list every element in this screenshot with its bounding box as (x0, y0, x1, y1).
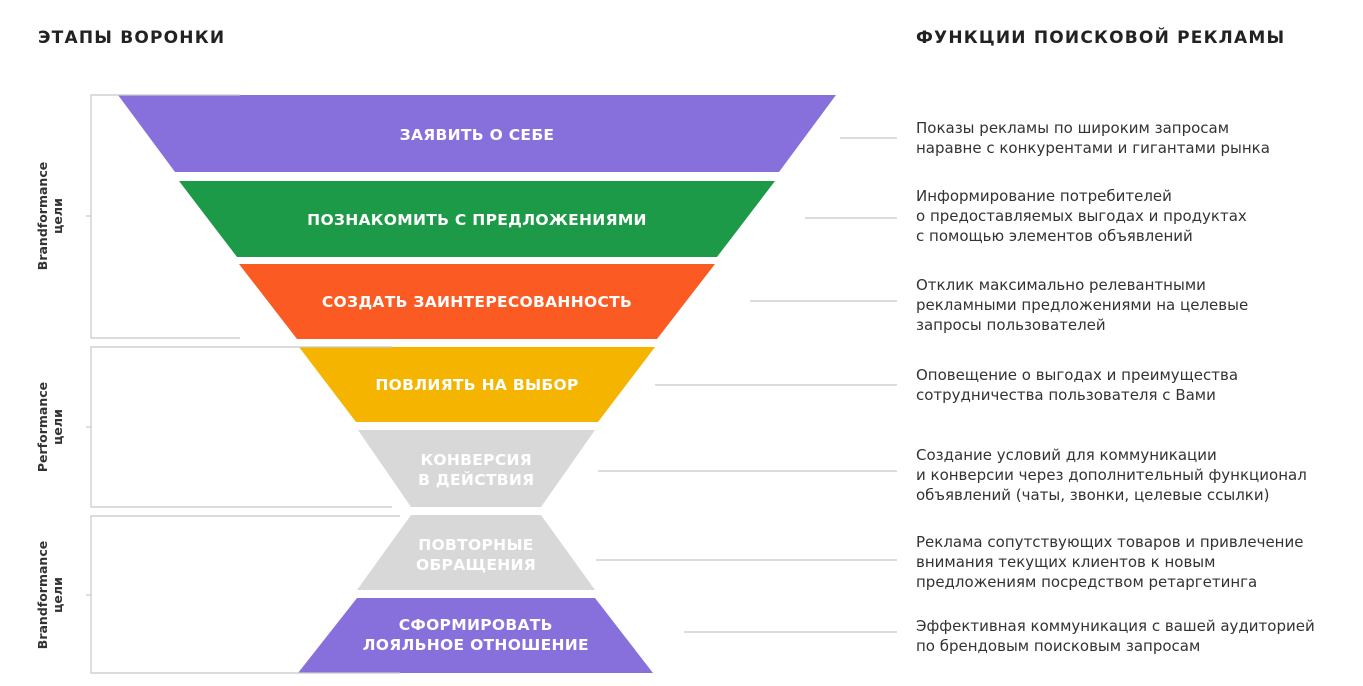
function-description: Реклама сопутствующих товаров и привлече… (916, 532, 1303, 592)
group-label-line2: цели (50, 198, 65, 234)
group-label-line2: цели (50, 577, 65, 613)
group-label: Brandformanceцели (35, 541, 65, 649)
funnel-stage-3 (239, 264, 715, 339)
function-description-line: с помощью элементов объявлений (916, 227, 1193, 245)
function-description: Отклик максимально релевантными рекламным… (916, 275, 1248, 335)
group-label-line2: цели (50, 409, 65, 445)
function-description: Информирование потребителей о предоставля… (916, 186, 1247, 246)
function-description-line: внимания текущих клиентов к новым (916, 553, 1216, 571)
funnel-stage-label: В ДЕЙСТВИЯ (418, 470, 534, 489)
funnel-stage-label: КОНВЕРСИЯ (420, 451, 532, 469)
function-description-line: запросы пользователей (916, 316, 1106, 334)
function-description-line: Показы рекламы по широким запросам (916, 119, 1230, 137)
group-label-line1: Performance (35, 382, 50, 472)
funnel-stage-label: ПОВТОРНЫЕ (418, 536, 533, 554)
funnel-stage-label: СОЗДАТЬ ЗАИНТЕРЕСОВАННОСТЬ (322, 293, 632, 311)
function-description-line: и конверсии через дополнительный функцио… (916, 466, 1307, 484)
funnel-stage-label: ПОЗНАКОМИТЬ С ПРЕДЛОЖЕНИЯМИ (307, 211, 647, 229)
funnel-stage-1 (118, 95, 836, 172)
search-ad-functions-heading: ФУНКЦИИ ПОИСКОВОЙ РЕКЛАМЫ (916, 28, 1286, 48)
function-description-line: сотрудничества пользователя с Вами (916, 386, 1216, 404)
funnel-stage-5 (358, 430, 595, 507)
funnel-stage-label: СФОРМИРОВАТЬ (399, 616, 553, 634)
funnel-stage-label: ПОВЛИЯТЬ НА ВЫБОР (375, 376, 578, 394)
function-description-line: предложениям посредством ретаргетинга (916, 573, 1258, 591)
funnel-stage-label: ЛОЯЛЬНОЕ ОТНОШЕНИЕ (363, 636, 589, 654)
function-description-line: наравне с конкурентами и гигантами рынка (916, 139, 1270, 157)
funnel-stages-heading: ЭТАПЫ ВОРОНКИ (38, 28, 226, 48)
group-label-line1: Brandformance (35, 541, 50, 649)
function-description: Эффективная коммуникация с вашей аудитор… (916, 616, 1315, 656)
function-description: Показы рекламы по широким запросам наравн… (916, 118, 1270, 158)
funnel-stage-7 (298, 598, 653, 673)
funnel-stage-2 (179, 181, 775, 257)
function-description: Создание условий для коммуникации и конве… (916, 445, 1307, 505)
group-label-line1: Brandformance (35, 162, 50, 270)
function-description-line: о предоставляемых выгодах и продуктах (916, 207, 1247, 225)
group-label: Brandformanceцели (35, 162, 65, 270)
function-description: Оповещение о выгодах и преимущества сотру… (916, 365, 1238, 405)
function-description-line: Информирование потребителей (916, 187, 1172, 205)
funnel-stage-6 (357, 515, 595, 590)
funnel-stage-label: ЗАЯВИТЬ О СЕБЕ (400, 126, 555, 144)
group-label: Performanceцели (35, 382, 65, 472)
function-description-line: Реклама сопутствующих товаров и привлече… (916, 533, 1304, 551)
function-description-line: Оповещение о выгодах и преимущества (916, 366, 1239, 384)
function-description-line: Создание условий для коммуникации (916, 446, 1217, 464)
function-description-line: объявлений (чаты, звонки, целевые ссылки… (916, 486, 1270, 504)
function-description-line: Отклик максимально релевантными (916, 276, 1206, 294)
funnel-stage-4 (299, 347, 655, 422)
funnel-stage-label: ОБРАЩЕНИЯ (416, 556, 536, 574)
function-description-line: рекламными предложениями на целевые (916, 296, 1249, 314)
function-description-line: Эффективная коммуникация с вашей аудитор… (916, 617, 1315, 635)
function-description-line: по брендовым поисковым запросам (916, 637, 1201, 655)
